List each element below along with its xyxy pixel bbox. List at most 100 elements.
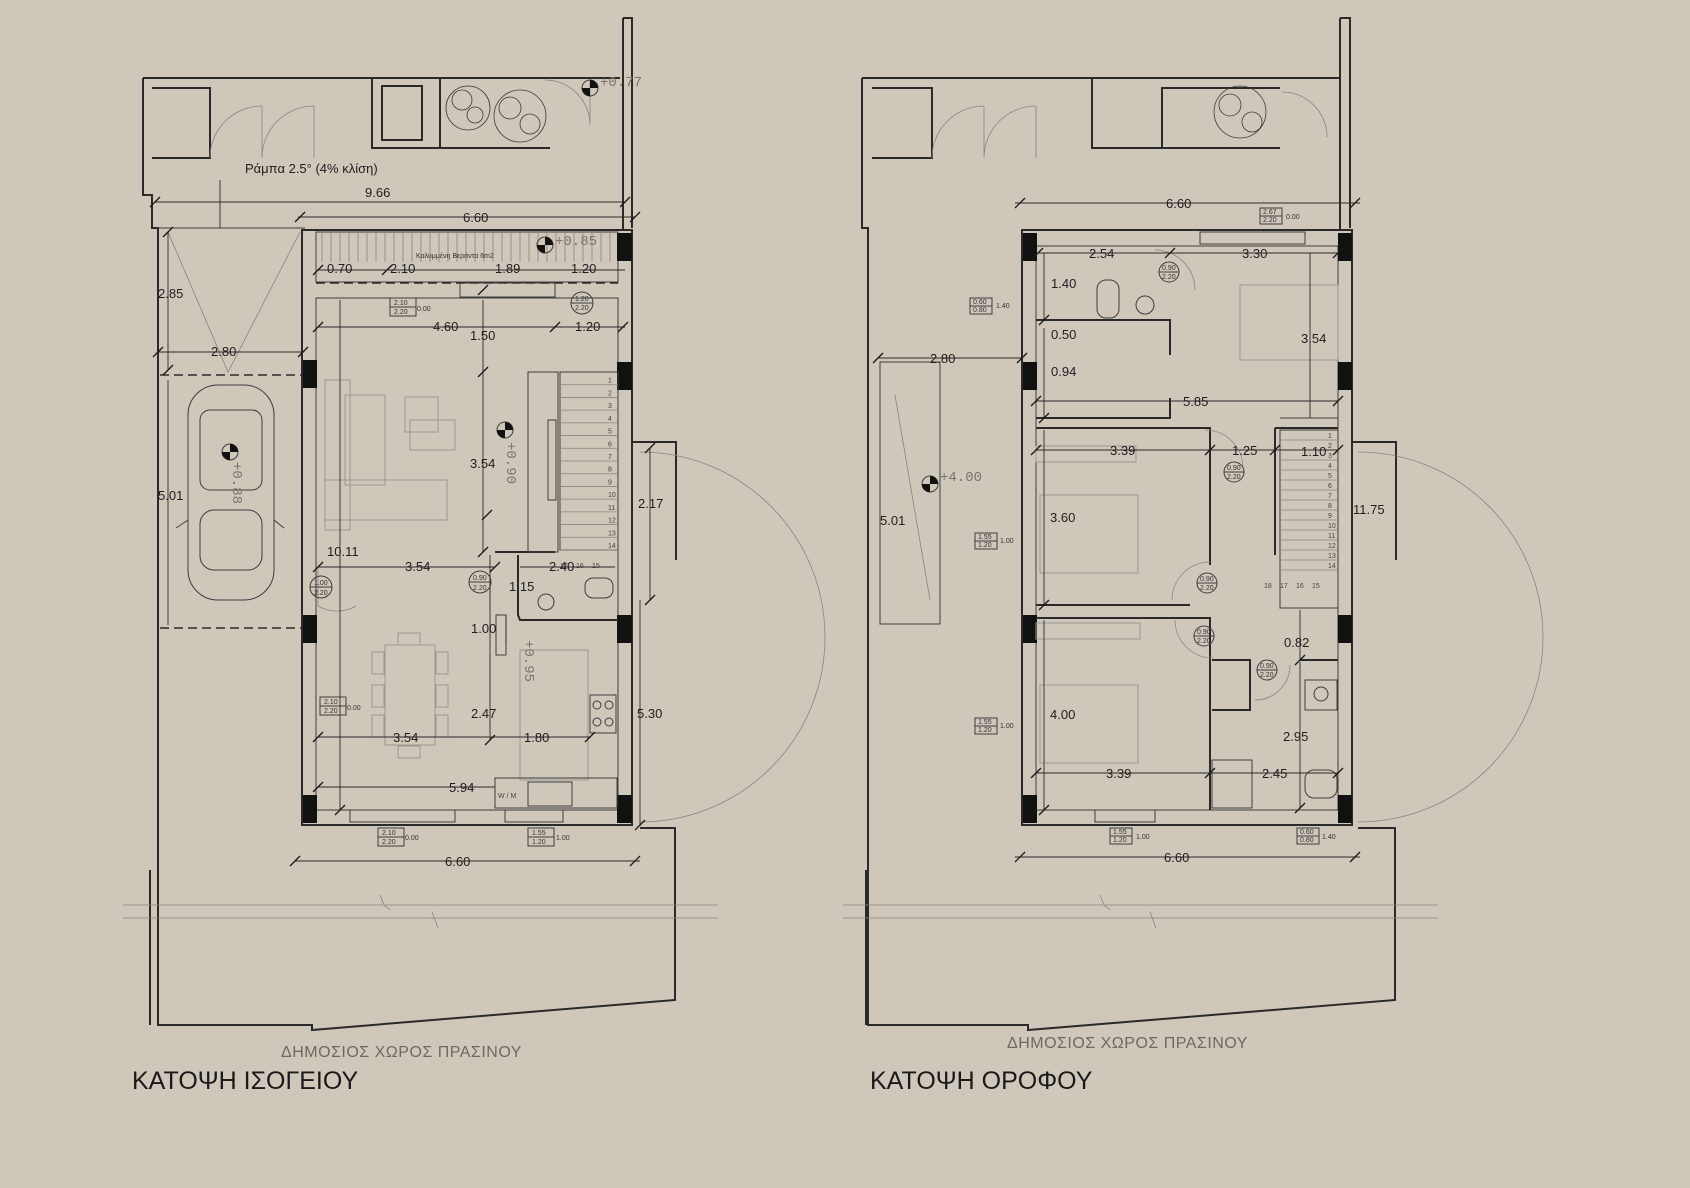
stair-step-number: 13: [1328, 553, 1336, 560]
stair-step-number: 4: [608, 416, 612, 423]
opening-tag: 0.902.20: [1256, 659, 1278, 681]
level-label: +4.00: [940, 470, 982, 486]
dim-label: 1.25: [1232, 443, 1257, 458]
svg-text:0.00: 0.00: [417, 306, 431, 313]
stair-step-number: 8: [608, 467, 612, 474]
washbasin-icon: [1304, 679, 1338, 711]
svg-text:2.10: 2.10: [324, 699, 338, 706]
tree-icon: [445, 85, 547, 143]
car-icon: [175, 384, 285, 601]
dim-label: 5.01: [880, 513, 905, 528]
bed-icon: [1039, 284, 1339, 764]
stair-step-number: 9: [608, 479, 612, 486]
stair-step-number: 14: [1328, 563, 1336, 570]
stair-step-number: 15: [1312, 583, 1320, 590]
stair-step-number: 1: [1328, 433, 1332, 440]
plot-boundary: [142, 78, 676, 1032]
dim-label: 1.40: [1051, 276, 1076, 291]
stair-step-number: 7: [608, 454, 612, 461]
stair-step-number: 6: [608, 441, 612, 448]
svg-text:2.20: 2.20: [1260, 672, 1274, 679]
svg-text:1.00: 1.00: [314, 580, 328, 587]
dim-label: 2.80: [930, 351, 955, 366]
level-markers: [921, 475, 939, 493]
opening-tag: 0.600.801.40: [969, 297, 1010, 315]
dim-label: 1.10: [1301, 444, 1326, 459]
washing-machine-label: W / M: [498, 793, 516, 800]
washbasin-icon: [537, 593, 555, 611]
svg-text:0.90: 0.90: [1197, 629, 1211, 636]
dim-label: 3.54: [1301, 331, 1326, 346]
toilet-icon: [1096, 279, 1120, 319]
public-space-label: ΔΗΜΟΣΙΟΣ ΧΩΡΟΣ ΠΡΑΣΙΝΟΥ: [281, 1044, 522, 1061]
dim-label: 2.40: [549, 559, 574, 574]
level-label: +0.85: [555, 234, 597, 250]
dim-label: 1.00: [471, 621, 496, 636]
svg-text:1.55: 1.55: [532, 830, 546, 837]
opening-tag: 1.002.20: [309, 575, 333, 599]
opening-tag: 1.551.201.00: [974, 717, 1014, 735]
svg-text:1.00: 1.00: [1000, 538, 1014, 545]
opening-tag: 0.902.20: [1196, 572, 1218, 594]
dim-label: 10.11: [327, 544, 359, 559]
dim-label: 0.70: [327, 261, 352, 276]
svg-text:2.20: 2.20: [473, 585, 487, 592]
svg-text:1.55: 1.55: [978, 534, 992, 541]
stair-step-number: 16: [1296, 583, 1304, 590]
column: [1023, 233, 1037, 261]
plot-boundary: [861, 78, 1396, 1032]
svg-text:1.40: 1.40: [1322, 834, 1336, 841]
tree-icon: [1213, 85, 1267, 139]
level-label: +0.95: [520, 640, 536, 682]
stair-step-number: 10: [1328, 523, 1336, 530]
svg-text:1.00: 1.00: [1136, 834, 1150, 841]
dim-label: 5.85: [1183, 394, 1208, 409]
svg-text:0.60: 0.60: [973, 299, 987, 306]
svg-text:0.90: 0.90: [1162, 265, 1176, 272]
svg-text:0.90: 0.90: [473, 575, 487, 582]
kitchen-island: [519, 649, 589, 781]
svg-text:2.10: 2.10: [382, 830, 396, 837]
svg-text:2.20: 2.20: [1263, 217, 1277, 224]
dim-label: 2.17: [638, 496, 663, 511]
opening-tag: 1.551.20 1.00: [974, 532, 1014, 550]
dim-label: 1.20: [571, 261, 596, 276]
dim-label: 6.60: [1164, 850, 1189, 865]
stair-step-number: 17: [560, 563, 568, 570]
dim-label: 3.39: [1110, 443, 1135, 458]
level-label: +0.88: [228, 462, 244, 504]
upper-floor-title: ΚΑΤΟΨΗ ΟΡΟΦΟΥ: [870, 1067, 1093, 1095]
stair-step-number: 5: [608, 429, 612, 436]
dim-label: 3.54: [393, 730, 418, 745]
dim-label: 2.80: [211, 344, 236, 359]
svg-text:0.00: 0.00: [347, 705, 361, 712]
wardrobe: [1035, 622, 1141, 640]
dim-label: 6.60: [1166, 196, 1191, 211]
svg-text:1.00: 1.00: [1000, 723, 1014, 730]
svg-text:2.20: 2.20: [1227, 474, 1241, 481]
dim-label: 1.50: [470, 328, 495, 343]
svg-text:0.60: 0.60: [1300, 829, 1314, 836]
svg-text:2.10: 2.10: [394, 300, 408, 307]
svg-text:2.20: 2.20: [1162, 274, 1176, 281]
stair-step-number: 14: [608, 543, 616, 550]
dim-label: 5.01: [158, 488, 183, 503]
svg-text:1.20: 1.20: [978, 542, 992, 549]
dim-label: 3.54: [405, 559, 430, 574]
sliding-door: [349, 809, 456, 823]
dim-label: 1.89: [495, 261, 520, 276]
opening-tag: 0.902.20: [1223, 461, 1245, 483]
side-wall: [623, 17, 633, 228]
stair-step-number: 9: [1328, 513, 1332, 520]
door-swing: [317, 568, 357, 612]
dim-label: 0.50: [1051, 327, 1076, 342]
stair-step-number: 2: [1328, 443, 1332, 450]
wardrobe: [1035, 445, 1137, 463]
ramp-label: Ράμπα 2.5° (4% κλίση): [245, 161, 378, 176]
dimension-ticks: [872, 197, 1361, 863]
